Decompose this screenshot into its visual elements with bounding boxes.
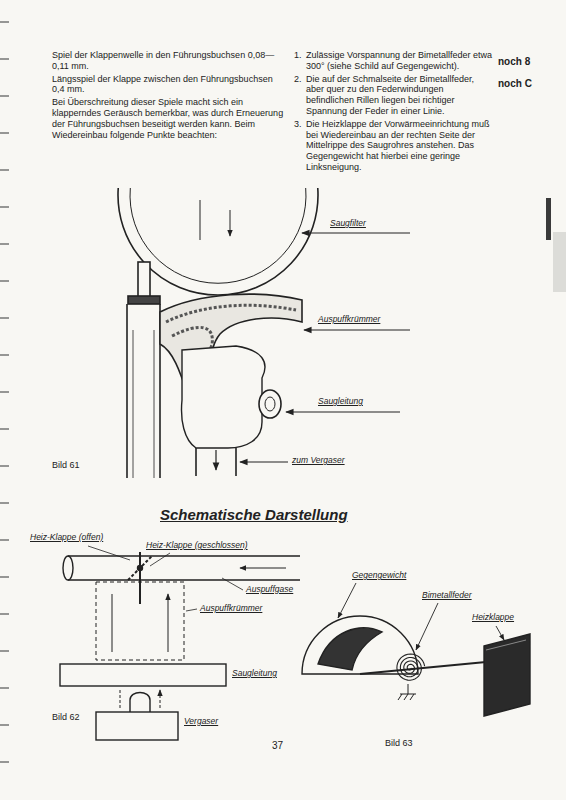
leader-line bbox=[186, 609, 197, 611]
binding-mark bbox=[0, 132, 9, 133]
part-label: Auspuffgase bbox=[246, 584, 293, 594]
binding-mark bbox=[0, 539, 9, 540]
binding-mark bbox=[0, 465, 9, 466]
part-label: Heiz-Klappe (geschlossen) bbox=[146, 540, 248, 550]
body-text: Längsspiel der Klappe zwischen den Führu… bbox=[52, 74, 284, 96]
list-number: 2. bbox=[294, 74, 302, 85]
part-label: Auspuffkrümmer bbox=[318, 314, 380, 324]
section-mark: noch C bbox=[498, 78, 532, 90]
intake-manifold bbox=[182, 346, 265, 448]
list-text: Zulässige Vorspannung der Bimetallfeder … bbox=[306, 50, 494, 72]
vertical-pipe bbox=[127, 304, 160, 478]
part-label: Vergaser bbox=[184, 716, 218, 726]
list-number: 1. bbox=[294, 50, 302, 61]
figure-number: Bild 62 bbox=[52, 712, 80, 723]
list-number: 3. bbox=[294, 119, 302, 130]
leader-line bbox=[222, 578, 243, 590]
schematic bbox=[60, 546, 300, 740]
binding-mark bbox=[0, 243, 9, 244]
part-label: Auspuffkrümmer bbox=[200, 603, 262, 613]
pipe-end bbox=[63, 556, 73, 580]
part-label: Heiz-Klappe (offen) bbox=[30, 532, 103, 542]
intake-pipe bbox=[60, 664, 226, 686]
intake-port bbox=[259, 390, 281, 418]
heat-flap bbox=[484, 634, 530, 716]
binding-mark bbox=[0, 21, 9, 22]
figure-number: Bild 61 bbox=[52, 460, 80, 471]
vertical-pipe bbox=[133, 330, 154, 478]
flap-closed bbox=[128, 556, 152, 580]
exhaust-pipe bbox=[68, 556, 300, 580]
list-text: Die Heizklappe der Vorwärmeeinrichtung m… bbox=[306, 119, 494, 173]
part-label: Gegengewicht bbox=[352, 570, 406, 580]
leader-line bbox=[338, 583, 356, 618]
spring-coil bbox=[397, 654, 425, 680]
flap-shaft bbox=[360, 662, 486, 674]
binding-mark bbox=[0, 724, 9, 725]
part-label: Saugfilter bbox=[330, 218, 366, 228]
leader-line bbox=[496, 626, 504, 640]
intake-assembly bbox=[118, 188, 318, 478]
throttle bbox=[130, 693, 150, 713]
body-text: Spiel der Klappenwelle in den Führungsbu… bbox=[52, 50, 284, 72]
section-heading: Schematische Darstellung bbox=[160, 506, 348, 523]
part-label: Bimetallfeder bbox=[422, 590, 472, 600]
binding-mark bbox=[0, 613, 9, 614]
binding-mark bbox=[0, 95, 9, 96]
flap-pivot bbox=[138, 566, 143, 571]
part-label: zum Vergaser bbox=[292, 455, 345, 465]
carburettor-flange bbox=[196, 448, 236, 476]
heat-flap bbox=[486, 640, 526, 650]
flow-arrow bbox=[120, 690, 160, 708]
part-label: Saugleitung bbox=[318, 396, 363, 406]
intake-port bbox=[265, 397, 275, 411]
flap-open bbox=[139, 552, 141, 604]
binding-mark bbox=[0, 354, 9, 355]
flow-arrow bbox=[240, 568, 286, 569]
flow-arrow bbox=[215, 450, 216, 470]
flow-arrow bbox=[200, 200, 230, 240]
binding-marks bbox=[0, 22, 9, 762]
flap-mechanism bbox=[302, 583, 530, 716]
flow-arrow bbox=[112, 594, 168, 652]
bimetal-spring bbox=[397, 654, 425, 680]
binding-mark bbox=[0, 317, 9, 318]
figure-number: Bild 63 bbox=[385, 738, 413, 749]
binding-mark bbox=[0, 280, 9, 281]
thumb-tab bbox=[546, 198, 551, 240]
counterweight-fill bbox=[318, 628, 382, 670]
leader-line bbox=[416, 603, 438, 650]
list-text: Die auf der Schmalseite der Bimetallfede… bbox=[306, 74, 494, 117]
leader-lines bbox=[240, 233, 410, 462]
carburettor bbox=[96, 712, 178, 740]
binding-mark bbox=[0, 428, 9, 429]
page-number: 37 bbox=[272, 740, 283, 752]
binding-mark bbox=[0, 169, 9, 170]
binding-mark bbox=[0, 391, 9, 392]
binding-mark bbox=[0, 650, 9, 651]
binding-mark bbox=[0, 58, 9, 59]
binding-mark bbox=[0, 206, 9, 207]
spring-anchor bbox=[398, 684, 416, 700]
binding-mark bbox=[0, 761, 9, 762]
binding-mark bbox=[0, 687, 9, 688]
clamp bbox=[128, 296, 160, 304]
binding-mark bbox=[0, 502, 9, 503]
filter-housing bbox=[130, 188, 306, 283]
part-label: Saugleitung bbox=[232, 668, 277, 678]
body-text: Bei Überschreitung dieser Spiele macht s… bbox=[52, 97, 284, 140]
thumb-tab bbox=[553, 232, 566, 292]
part-label: Heizklappe bbox=[472, 612, 514, 622]
binding-mark bbox=[0, 576, 9, 577]
section-mark: noch 8 bbox=[498, 56, 530, 68]
